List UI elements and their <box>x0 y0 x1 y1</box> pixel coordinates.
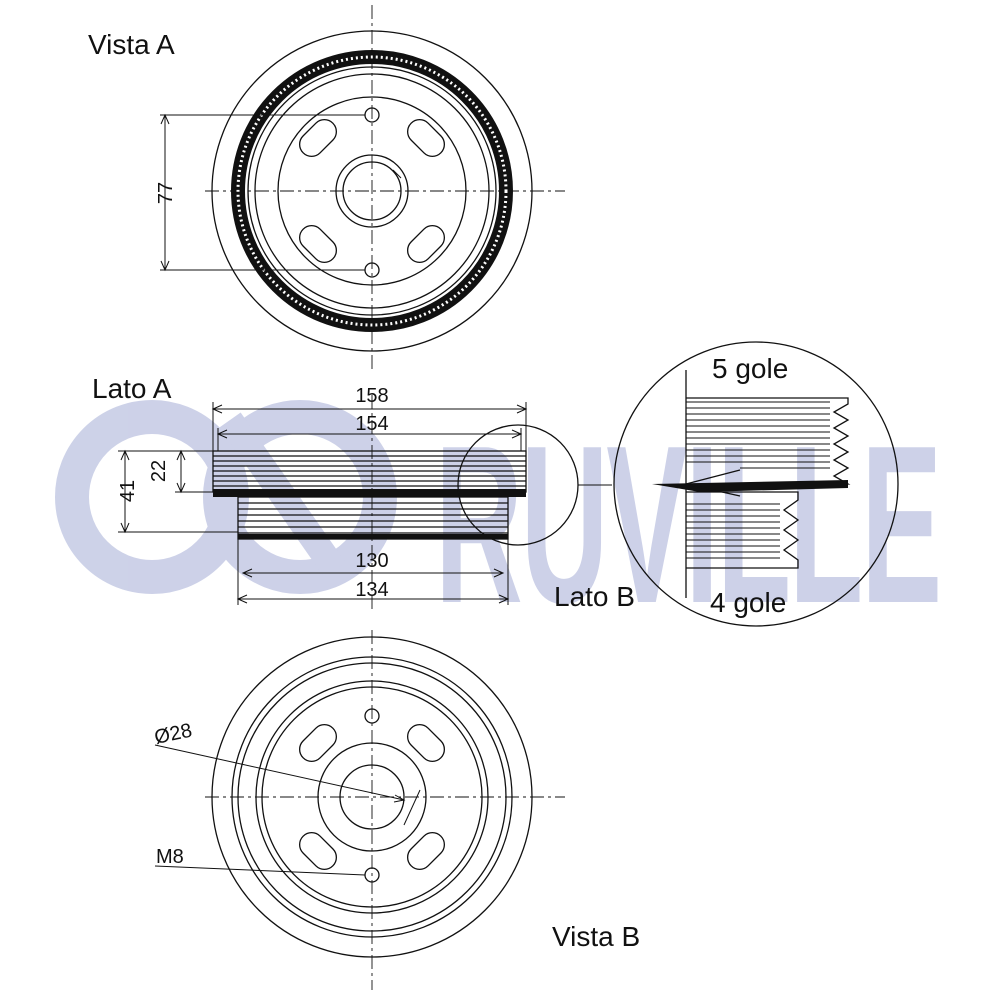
dim-bore: Ø28 <box>152 720 194 749</box>
view-a-front: 77 <box>155 5 565 370</box>
dim-bolt-spacing: 77 <box>155 182 177 204</box>
detail-groove-profile <box>613 341 899 627</box>
label-5-gole: 5 gole <box>712 353 788 384</box>
label-lato-a: Lato A <box>92 373 172 404</box>
dim-thread: M8 <box>156 846 184 868</box>
label-vista-a: Vista A <box>88 29 175 60</box>
label-lato-b: Lato B <box>554 581 635 612</box>
front-ribs <box>213 455 526 487</box>
dim-front-width: 22 <box>148 460 170 482</box>
dim-outer-groove-dia: 154 <box>355 413 388 435</box>
view-side: 158 154 130 134 41 22 <box>117 385 612 612</box>
bolt-hole-top-b <box>364 708 380 724</box>
dim-inner-groove-dia: 130 <box>355 550 388 572</box>
detail-lower-grooves <box>686 503 780 559</box>
dim-inner-dia: 134 <box>355 579 388 601</box>
dim-outer-dia: 158 <box>355 385 388 407</box>
watermark-wordmark: RUVILLE <box>435 398 940 650</box>
rear-ribs <box>238 502 508 534</box>
label-4-gole: 4 gole <box>710 587 786 618</box>
ruville-watermark-logo: RUVILLE <box>55 398 944 650</box>
label-vista-b: Vista B <box>552 921 640 952</box>
view-b-rear: Ø28 M8 <box>152 630 565 990</box>
dim-total-width: 41 <box>117 480 139 502</box>
detail-upper-grooves <box>686 401 830 469</box>
